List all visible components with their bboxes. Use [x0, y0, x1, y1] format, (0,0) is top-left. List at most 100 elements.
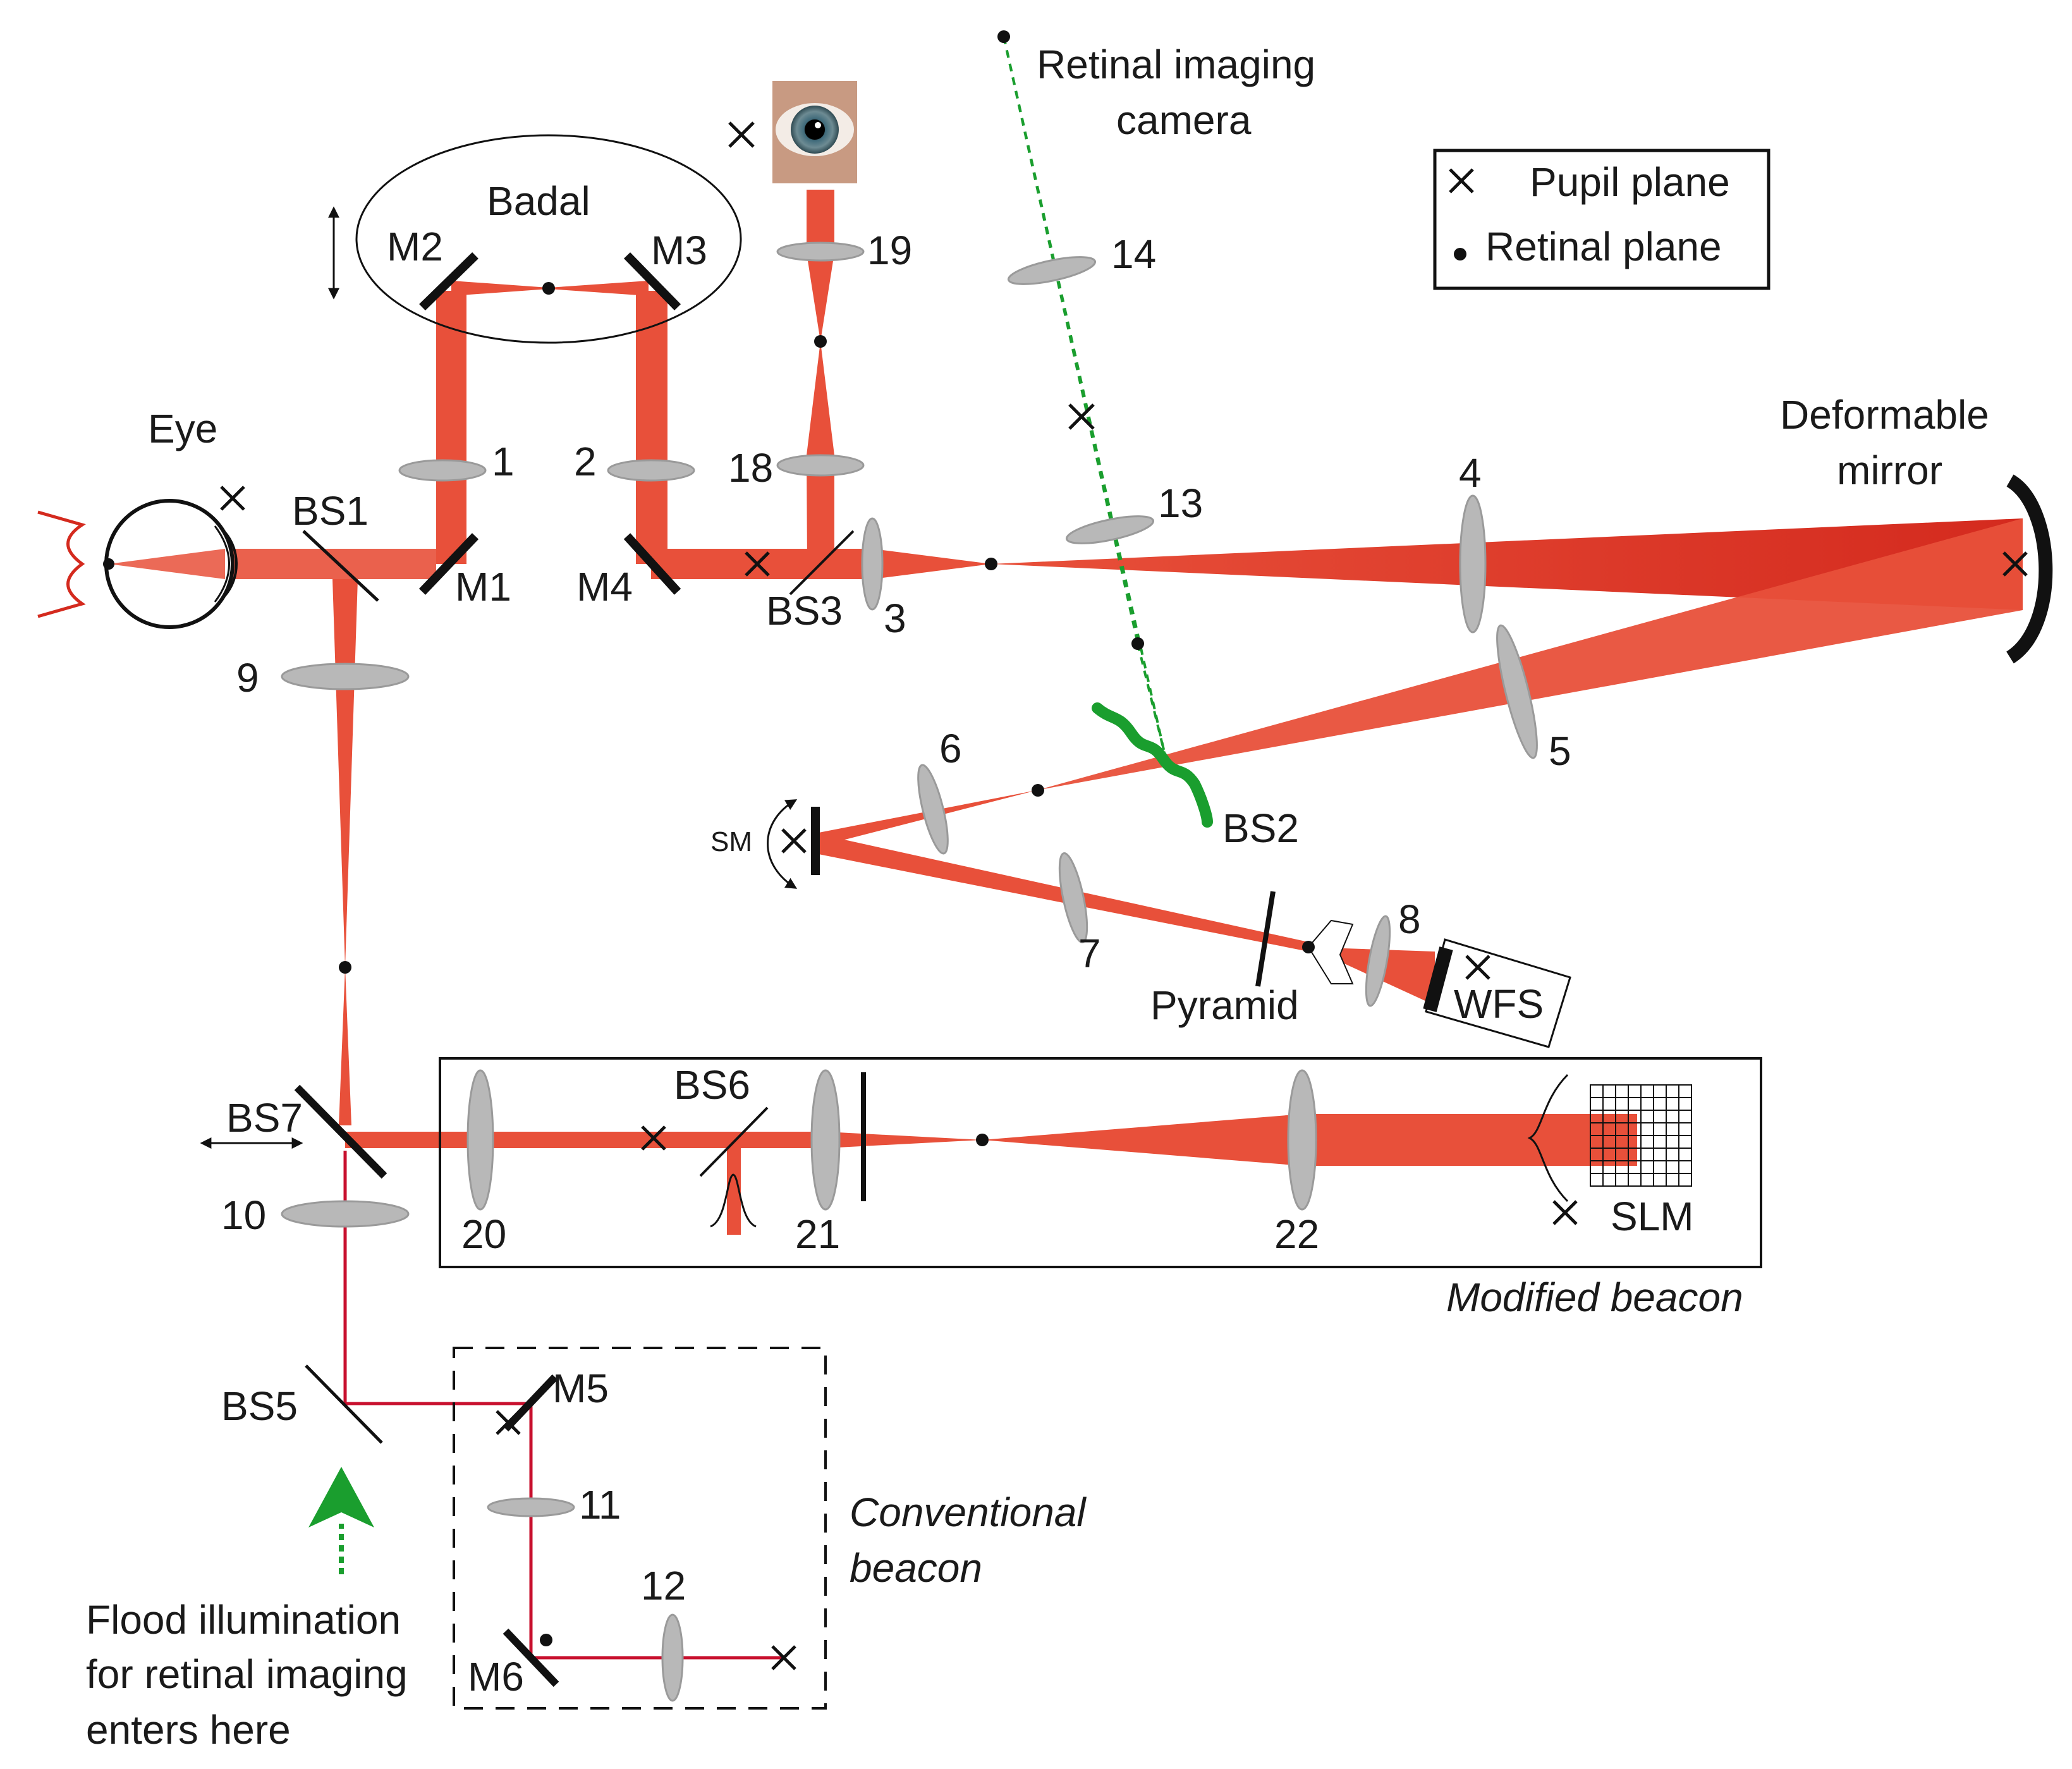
splitter-bs1 — [302, 530, 379, 602]
flood-arrow-icon — [308, 1467, 374, 1527]
mirror-m4 — [623, 533, 681, 595]
eye-label: Eye — [148, 406, 217, 451]
legend-retinal-label: Retinal plane — [1485, 224, 1722, 269]
wfs-sensor — [1423, 946, 1453, 1012]
splitter-bs2 — [1092, 702, 1213, 828]
label-bs7: BS7 — [226, 1095, 303, 1141]
beam-profile — [37, 510, 86, 618]
lens-label-11: 11 — [579, 1482, 621, 1527]
mirror-m6 — [503, 1628, 559, 1687]
lens-label-7: 7 — [1078, 931, 1101, 976]
mirror-m3 — [623, 252, 681, 310]
pupil-plane-markers — [220, 121, 2028, 1670]
lens-22 — [1287, 1069, 1317, 1211]
lens-1 — [398, 459, 487, 482]
slm-profile — [1527, 1074, 1569, 1203]
beam-l3-focus — [872, 549, 991, 579]
beam-21-focus — [826, 1132, 982, 1148]
conventional-label-1: Conventional — [850, 1490, 1087, 1535]
lens-13 — [1065, 515, 1155, 544]
label-bs1: BS1 — [292, 488, 369, 534]
lens-label-10: 10 — [221, 1192, 266, 1238]
splitter-bs6 — [699, 1106, 769, 1177]
flood-label-3: enters here — [86, 1707, 291, 1753]
conventional-beacon-box — [453, 1347, 827, 1710]
label-m2: M2 — [387, 224, 443, 269]
wfs-unit — [1423, 938, 1571, 1048]
mirror-m2 — [419, 252, 478, 311]
modified-beacon-box — [439, 1057, 1762, 1268]
camera-label-2: camera — [1116, 97, 1252, 143]
bs6-profile — [710, 1173, 757, 1228]
label-bs3: BS3 — [766, 588, 843, 634]
pyramid-prism — [1307, 919, 1354, 984]
lens-7 — [1058, 852, 1088, 944]
lens-label-6: 6 — [939, 726, 962, 771]
lens-19 — [776, 242, 865, 262]
mirror-m1 — [418, 533, 479, 595]
lens-label-9: 9 — [236, 655, 259, 701]
camera-label-1: Retinal imaging — [1037, 42, 1315, 87]
beam-focus-bs7 — [339, 967, 351, 1125]
beam-bs6-down — [727, 1140, 741, 1235]
lens-label-4: 4 — [1459, 450, 1482, 496]
beam-dm-bs2 — [1037, 518, 2023, 790]
mirrors — [294, 252, 1276, 1687]
label-bs5: BS5 — [221, 1383, 298, 1429]
legend-pupil-label: Pupil plane — [1530, 159, 1730, 205]
slm-grid — [1590, 1084, 1692, 1187]
wfs-label: WFS — [1454, 981, 1544, 1027]
deformable-label-2: mirror — [1837, 448, 1942, 493]
lens-label-3: 3 — [884, 596, 906, 641]
lens-label-22: 22 — [1274, 1211, 1319, 1257]
deformable-mirror — [2006, 474, 2053, 664]
slm-label: SLM — [1611, 1194, 1694, 1239]
lens-9 — [281, 663, 410, 690]
label-m1: M1 — [455, 564, 511, 609]
lens-5 — [1496, 624, 1538, 759]
label-m4: M4 — [576, 564, 633, 609]
lenses — [281, 242, 1538, 1702]
sm-label: SM — [710, 826, 752, 857]
flood-label-1: Flood illumination — [86, 1597, 401, 1643]
lens-label-13: 13 — [1158, 481, 1203, 526]
label-bs6: BS6 — [674, 1062, 750, 1108]
lens-6 — [917, 764, 949, 855]
lens-11 — [487, 1497, 575, 1517]
lens-21 — [810, 1069, 841, 1211]
lens-label-1: 1 — [492, 439, 515, 484]
retinal-plane-markers — [103, 248, 1466, 1646]
sm-rotate-arrow — [767, 799, 798, 889]
beam-19-cam — [807, 190, 834, 341]
eye-schematic — [104, 499, 238, 629]
lens-3 — [861, 517, 884, 611]
beam-to-dm — [991, 518, 2023, 610]
camera-focus-dot — [997, 30, 1010, 43]
lens-20 — [466, 1069, 494, 1211]
lens-label-21: 21 — [795, 1211, 840, 1257]
lens-label-8: 8 — [1398, 897, 1421, 942]
splitter-bs5 — [305, 1364, 383, 1444]
beam-bs1-down — [332, 579, 358, 967]
splitter-bs7 — [294, 1084, 387, 1179]
lens-label-2: 2 — [574, 439, 597, 484]
splitter-bs3 — [789, 530, 855, 596]
lens-18 — [776, 454, 865, 477]
beam-m3-m4 — [636, 291, 667, 564]
lens-2 — [607, 459, 695, 482]
pyramid-stop — [1255, 891, 1276, 987]
beam-m1-m2 — [436, 291, 466, 564]
deformable-label-1: Deformable — [1780, 392, 1989, 438]
badal-ellipse — [355, 134, 742, 344]
beam-bs7-21 — [345, 1132, 826, 1148]
lens-label-14: 14 — [1111, 231, 1156, 277]
lens-8 — [1365, 915, 1391, 1007]
lens-label-12: 12 — [641, 1563, 686, 1608]
conventional-label-2: beacon — [850, 1545, 982, 1591]
beams — [37, 190, 2023, 1660]
lens-label-19: 19 — [867, 228, 912, 273]
eye-photo-icon — [772, 81, 857, 183]
badal-label: Badal — [487, 178, 590, 224]
flood-label-2: for retinal imaging — [86, 1651, 408, 1697]
